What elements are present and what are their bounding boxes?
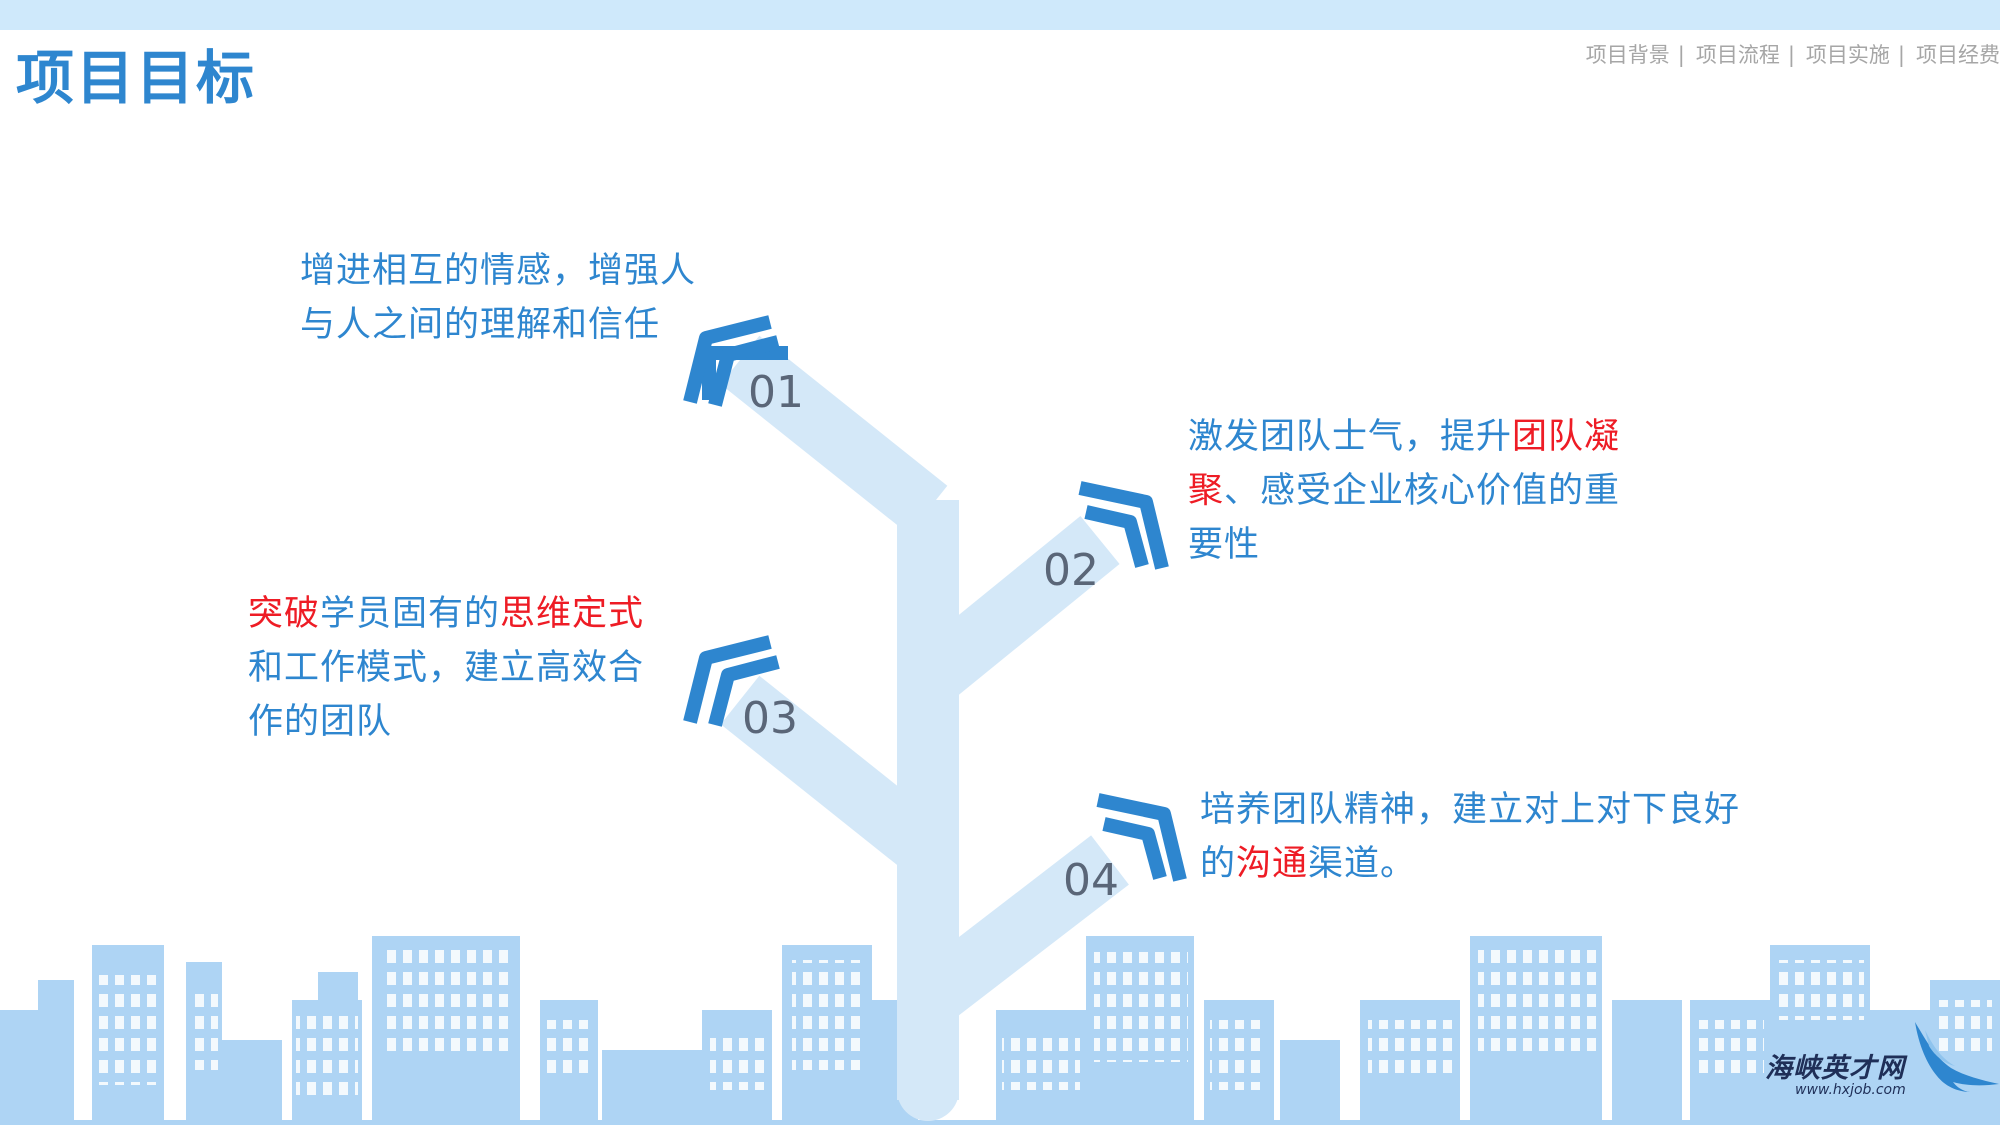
goal-line: 与人之间的理解和信任 <box>300 298 760 352</box>
highlight-text: 沟通 <box>1236 844 1309 884</box>
body-text: 激发团队士气，提升 <box>1188 417 1513 457</box>
goal-number: 01 <box>748 367 804 418</box>
body-text: 、感受企业核心价值的重 <box>1224 471 1621 511</box>
goal-line: 作的团队 <box>248 695 708 749</box>
chevron-icon-04 <box>1096 793 1187 882</box>
body-text: 和工作模式，建立高效合 <box>248 648 645 688</box>
goal-number: 03 <box>742 693 798 744</box>
brand-logo: 海峡英才网 www.hxjob.com <box>1765 1012 2000 1125</box>
nav-separator: | <box>1787 43 1795 67</box>
chevron-icon-04b <box>1102 817 1167 880</box>
branch-02 <box>908 515 1120 705</box>
body-text: 要性 <box>1188 525 1261 565</box>
body-text: 渠道。 <box>1308 844 1417 884</box>
goal-line: 培养团队精神，建立对上对下良好 <box>1200 783 1820 837</box>
chevron-icon-01b <box>708 335 780 407</box>
nav-item-background[interactable]: 项目背景 <box>1585 43 1670 67</box>
goal-text: 增进相互的情感，增强人与人之间的理解和信任 <box>300 244 760 352</box>
section-nav: 项目背景 | 项目流程 | 项目实施 | 项目经费 <box>1586 40 2000 70</box>
branch-03 <box>720 675 948 875</box>
body-text: 与人之间的理解和信任 <box>300 305 661 345</box>
body-text: 作的团队 <box>248 702 393 742</box>
goal-line: 突破学员固有的思维定式 <box>248 587 708 641</box>
logo-url: www.hxjob.com <box>1795 1082 1906 1098</box>
goal-number: 02 <box>1043 545 1099 596</box>
highlight-text: 聚 <box>1188 471 1225 511</box>
body-text: 学员固有的 <box>320 594 501 634</box>
goal-number: 04 <box>1063 855 1119 906</box>
nav-separator: | <box>1677 43 1685 67</box>
goal-line: 聚、感受企业核心价值的重 <box>1188 464 1668 518</box>
branch-04 <box>909 835 1129 1025</box>
goal-text: 激发团队士气，提升团队凝聚、感受企业核心价值的重要性 <box>1188 410 1668 572</box>
goal-line: 要性 <box>1188 518 1668 572</box>
goal-text: 突破学员固有的思维定式和工作模式，建立高效合作的团队 <box>248 587 708 749</box>
page-title: 项目目标 <box>16 44 257 112</box>
goal-text: 培养团队精神，建立对上对下良好的沟通渠道。 <box>1200 783 1820 891</box>
highlight-text: 突破 <box>248 594 321 634</box>
goal-line: 激发团队士气，提升团队凝 <box>1188 410 1668 464</box>
goal-line: 和工作模式，建立高效合 <box>248 641 708 695</box>
nav-item-budget[interactable]: 项目经费 <box>1916 43 2000 67</box>
goal-line: 的沟通渠道。 <box>1200 837 1820 891</box>
body-text: 的 <box>1200 844 1237 884</box>
highlight-text: 团队凝 <box>1512 417 1621 457</box>
nav-separator: | <box>1897 43 1905 67</box>
chevron-icon-02 <box>1078 481 1169 570</box>
bird-icon <box>1915 1022 1999 1092</box>
chevron-icon-01 <box>683 315 772 404</box>
body-text: 培养团队精神，建立对上对下良好 <box>1200 790 1741 830</box>
nav-item-process[interactable]: 项目流程 <box>1695 43 1780 67</box>
branch-01 <box>720 335 948 535</box>
chevron-icon-03 <box>683 635 772 724</box>
nav-item-implementation[interactable]: 项目实施 <box>1805 43 1890 67</box>
logo-name: 海峡英才网 <box>1765 1053 1905 1084</box>
top-bar <box>0 0 2000 30</box>
goal-line: 增进相互的情感，增强人 <box>300 244 760 298</box>
body-text: 增进相互的情感，增强人 <box>300 251 697 291</box>
highlight-text: 思维定式 <box>500 594 645 634</box>
chevron-icon-03b <box>708 655 780 727</box>
chevron-icon-02b <box>1084 505 1149 568</box>
